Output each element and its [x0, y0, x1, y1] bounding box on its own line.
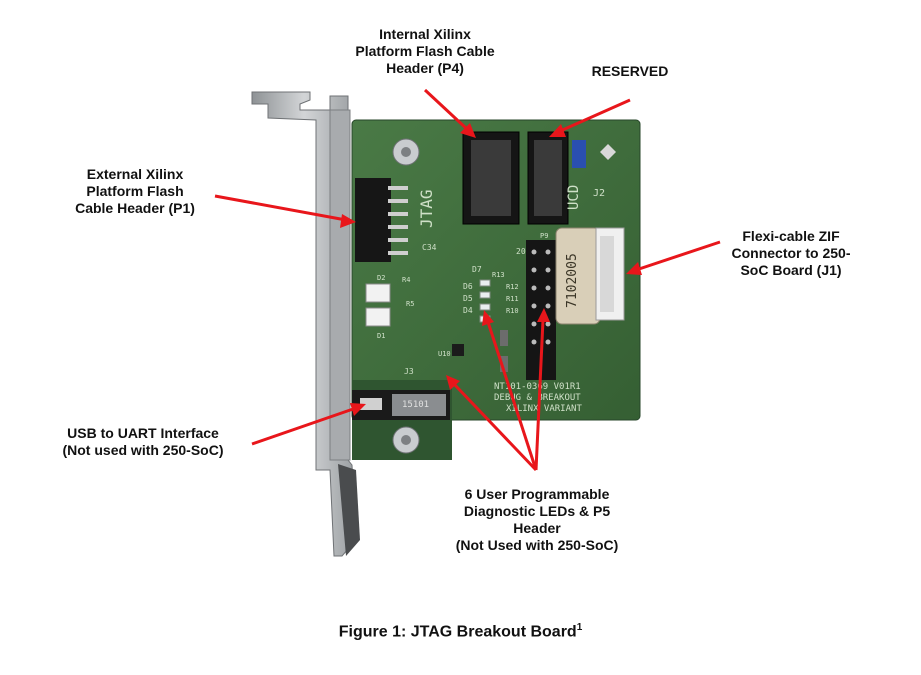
arrow-leds-1 — [486, 321, 538, 471]
label-leds: 6 User Programmable Diagnostic LEDs & P5… — [430, 486, 644, 554]
callout-arrows — [214, 88, 721, 472]
label-p4-line2: Platform Flash Cable — [355, 43, 495, 59]
silkscreen-text: JTAG UCD J2 J3 C34 D1 D2 R4 R5 D7 D6 D5 … — [377, 185, 605, 414]
silk-j3: J3 — [404, 367, 414, 376]
silk-jtag: JTAG — [417, 189, 436, 228]
arrow-j1-head — [626, 262, 642, 275]
silk-d1: D1 — [377, 332, 385, 340]
silk-sticker: 7102005 — [565, 253, 580, 308]
silk-d2: D2 — [377, 274, 385, 282]
figure-caption: Figure 1: JTAG Breakout Board1 — [0, 622, 921, 641]
silk-pin20: 20 — [516, 247, 526, 256]
arrow-leds-1-head — [482, 310, 494, 326]
silk-usb-mark: 15101 — [402, 400, 429, 410]
silk-c34: C34 — [422, 243, 437, 252]
label-leds-line4: (Not Used with 250-SoC) — [455, 537, 619, 553]
silk-r10: R10 — [506, 307, 519, 315]
silk-r12: R12 — [506, 283, 519, 291]
label-reserved: RESERVED — [580, 63, 680, 80]
label-j1-line1: Flexi-cable ZIF — [742, 228, 840, 244]
silk-line3: XILINX VARIANT — [506, 404, 582, 414]
arrow-leds-3-head — [446, 375, 460, 390]
arrow-leds-3 — [452, 382, 538, 472]
arrow-p4-head — [460, 123, 476, 138]
arrow-j1 — [635, 240, 721, 272]
arrow-usb — [251, 406, 357, 446]
arrow-usb-head — [350, 403, 366, 416]
arrow-leds-2 — [534, 319, 545, 471]
label-p1: External Xilinx Platform Flash Cable Hea… — [50, 166, 220, 217]
silk-d6: D6 — [463, 282, 473, 291]
label-p4-line1: Internal Xilinx — [379, 26, 471, 42]
label-j1-line2: Connector to 250- — [731, 245, 851, 261]
metal-bracket — [251, 91, 360, 557]
label-j1: Flexi-cable ZIF Connector to 250- SoC Bo… — [716, 228, 866, 279]
silk-r11: R11 — [506, 295, 519, 303]
arrow-reserved-head — [549, 124, 566, 137]
silk-d5: D5 — [463, 294, 473, 303]
arrow-reserved — [557, 98, 631, 134]
arrow-p1-head — [340, 214, 356, 228]
silk-u10: U10 — [438, 350, 451, 358]
silk-j2: J2 — [593, 188, 605, 199]
silk-r4: R4 — [402, 276, 410, 284]
silk-r5: R5 — [406, 300, 414, 308]
label-usb: USB to UART Interface (Not used with 250… — [38, 425, 248, 459]
caption-footnote: 1 — [576, 622, 583, 633]
label-leds-line2: Diagnostic LEDs & P5 — [463, 503, 611, 519]
label-j1-line3: SoC Board (J1) — [740, 262, 842, 278]
label-p4-line3: Header (P4) — [386, 60, 464, 76]
label-usb-line2: (Not used with 250-SoC) — [62, 442, 224, 458]
arrow-p1 — [214, 194, 347, 222]
label-leds-line3: Header — [513, 520, 561, 536]
arrow-p4 — [423, 88, 470, 132]
label-reserved-line1: RESERVED — [591, 63, 669, 79]
silk-p9: P9 — [540, 232, 548, 240]
caption-text: Figure 1: JTAG Breakout Board — [338, 623, 577, 641]
label-leds-line1: 6 User Programmable — [464, 486, 610, 502]
silk-ucd: UCD — [566, 185, 582, 210]
silk-d4: D4 — [463, 306, 473, 315]
silk-line1: NT101-0369 V01R1 — [494, 382, 581, 392]
label-usb-line1: USB to UART Interface — [67, 425, 219, 441]
label-p1-line2: Platform Flash — [86, 183, 184, 199]
label-p1-line1: External Xilinx — [86, 166, 184, 182]
pcb-board — [351, 119, 641, 460]
label-p4: Internal Xilinx Platform Flash Cable Hea… — [340, 26, 510, 77]
silk-d7: D7 — [472, 265, 482, 274]
arrow-leds-2-head — [537, 308, 550, 322]
silk-r13: R13 — [492, 271, 505, 279]
label-p1-line3: Cable Header (P1) — [75, 200, 195, 216]
silk-line2: DEBUG & BREAKOUT — [494, 393, 581, 403]
